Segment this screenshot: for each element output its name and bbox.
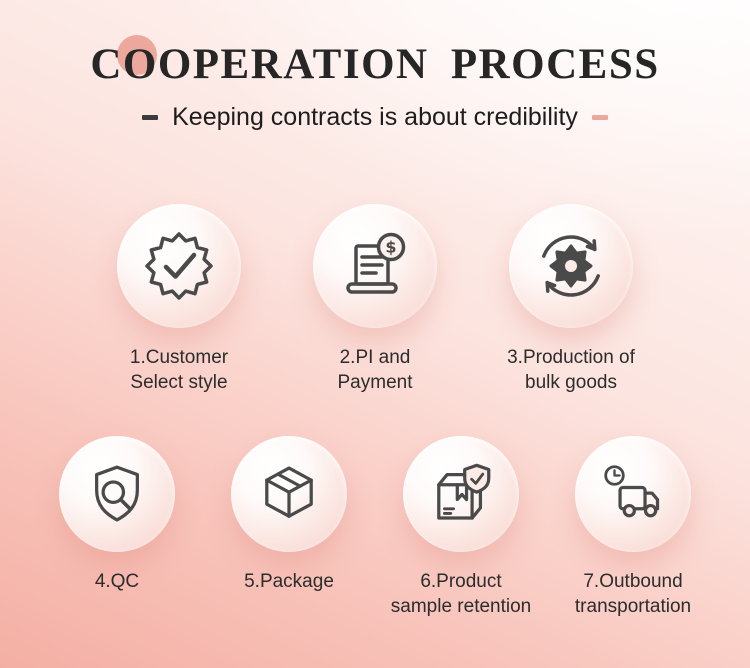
step-3-label: 3.Production of bulk goods: [507, 345, 635, 395]
step-7-label-line2: transportation: [574, 596, 692, 618]
title-accent-circle: [117, 35, 157, 75]
gear-cycle-icon: [542, 235, 600, 297]
step-2-label: 2.PI and Payment: [338, 345, 413, 395]
step-3-bubble: [509, 204, 633, 328]
step-7: 7.Outbound transportation: [547, 436, 719, 619]
invoice-dollar-icon: $: [346, 232, 406, 294]
page-title: COOPERATION PROCESS: [90, 41, 660, 88]
truck-clock-icon: [604, 465, 660, 518]
package-box-icon: [265, 466, 313, 518]
step-2-label-line1: 2.PI and: [339, 347, 411, 368]
step-5-label-line1: 5.Package: [244, 571, 334, 592]
step-6-label: 6.Product sample retention: [391, 569, 531, 619]
step-1-label-line2: Select style: [130, 372, 228, 394]
box-shield-check-icon: [437, 463, 491, 520]
step-3-label-line1: 3.Production of: [507, 347, 635, 368]
shield-magnifier-icon: [95, 465, 139, 522]
step-4: 4.QC: [31, 436, 203, 619]
seal-check-icon: [145, 232, 213, 300]
step-5: 5.Package: [203, 436, 375, 619]
step-4-bubble: [59, 436, 175, 552]
step-6-label-line2: sample retention: [390, 596, 532, 618]
page-subtitle: Keeping contracts is about credibility: [172, 103, 578, 131]
step-2-label-line2: Payment: [337, 372, 413, 394]
step-1-label: 1.Customer Select style: [130, 345, 228, 395]
step-1: 1.Customer Select style: [81, 204, 277, 395]
step-1-label-line1: 1.Customer: [129, 347, 229, 368]
step-5-bubble: [231, 436, 347, 552]
step-4-label-line1: 4.QC: [94, 571, 140, 592]
steps-row-1: 1.Customer Select style $ 2.PI and: [0, 204, 750, 395]
step-6: 6.Product sample retention: [375, 436, 547, 619]
step-4-label: 4.QC: [95, 569, 139, 594]
step-7-label-line1: 7.Outbound: [583, 571, 683, 592]
subtitle-dash-right: [591, 115, 608, 120]
step-5-label: 5.Package: [244, 569, 334, 594]
step-1-bubble: [117, 204, 241, 328]
header: COOPERATION PROCESS: [0, 35, 750, 89]
step-6-bubble: [403, 436, 519, 552]
subtitle-row: Keeping contracts is about credibility: [0, 103, 750, 132]
step-3: 3.Production of bulk goods: [473, 204, 669, 395]
step-2-bubble: $: [313, 204, 437, 328]
steps-row-2: 4.QC 5.Package: [0, 436, 750, 619]
step-7-label: 7.Outbound transportation: [575, 569, 691, 619]
step-3-label-line2: bulk goods: [525, 372, 617, 394]
step-2: $ 2.PI and Payment: [277, 204, 473, 395]
step-7-bubble: [575, 436, 691, 552]
subtitle-dash-left: [142, 115, 159, 120]
svg-text:$: $: [385, 238, 396, 257]
step-6-label-line1: 6.Product: [420, 571, 502, 592]
